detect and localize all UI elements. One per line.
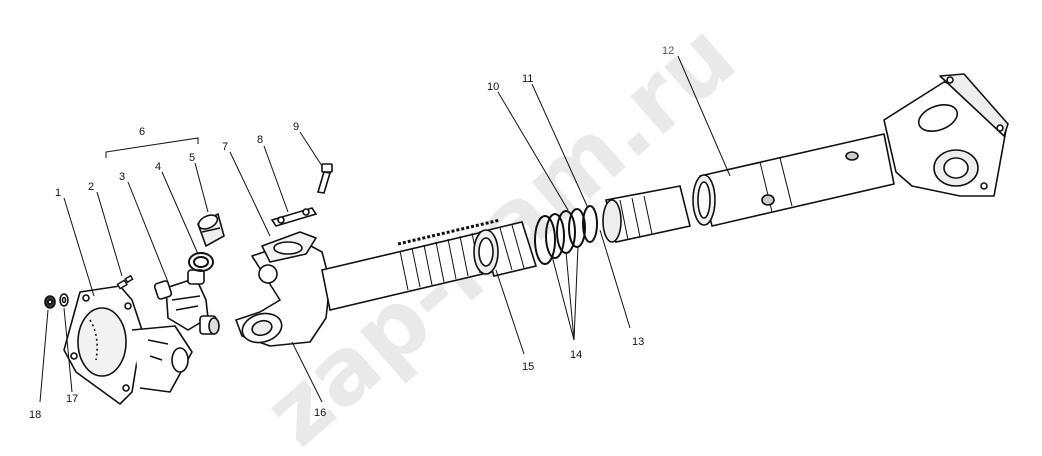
part-7-sliding-fork <box>235 231 331 347</box>
part-1-flange-fork <box>63 285 193 405</box>
callout-8: 8 <box>257 134 263 146</box>
part-4-seal-ring <box>188 252 214 272</box>
leader-lines <box>39 55 731 403</box>
callout-13: 13 <box>632 336 644 348</box>
callout-10: 10 <box>487 81 499 93</box>
part-8-lock-plate <box>270 207 318 227</box>
callout-11: 11 <box>522 73 533 85</box>
callout-15: 15 <box>522 361 534 373</box>
part-3-cross-spider <box>153 269 220 335</box>
part-12-shaft-tube <box>692 73 1009 227</box>
part-18-nut <box>44 295 56 309</box>
callout-6: 6 <box>139 126 145 138</box>
part-9-bolt <box>316 163 333 194</box>
callout-labels: 1 2 3 4 5 6 7 8 9 10 11 12 13 14 15 16 1… <box>29 45 674 421</box>
callout-1: 1 <box>55 187 61 199</box>
part-17-washer <box>59 293 69 307</box>
callout-18: 18 <box>29 409 41 421</box>
callout-9: 9 <box>293 121 299 133</box>
callout-5: 5 <box>189 152 195 164</box>
part-13-splined-sleeve <box>602 185 691 243</box>
callout-17: 17 <box>66 393 78 405</box>
part-2-grease-nipple <box>116 274 134 290</box>
part-5-bearing-cup <box>197 212 225 248</box>
callout-4: 4 <box>155 161 161 173</box>
part-10-ring <box>568 208 586 248</box>
callout-3: 3 <box>119 171 125 183</box>
callout-12: 12 <box>662 45 674 57</box>
callout-7: 7 <box>222 141 228 153</box>
part-15-sleeve-nut <box>473 221 538 277</box>
callout-14: 14 <box>570 349 582 361</box>
callout-16: 16 <box>314 407 326 419</box>
callout-2: 2 <box>88 181 94 193</box>
part-11-ring <box>582 205 598 243</box>
